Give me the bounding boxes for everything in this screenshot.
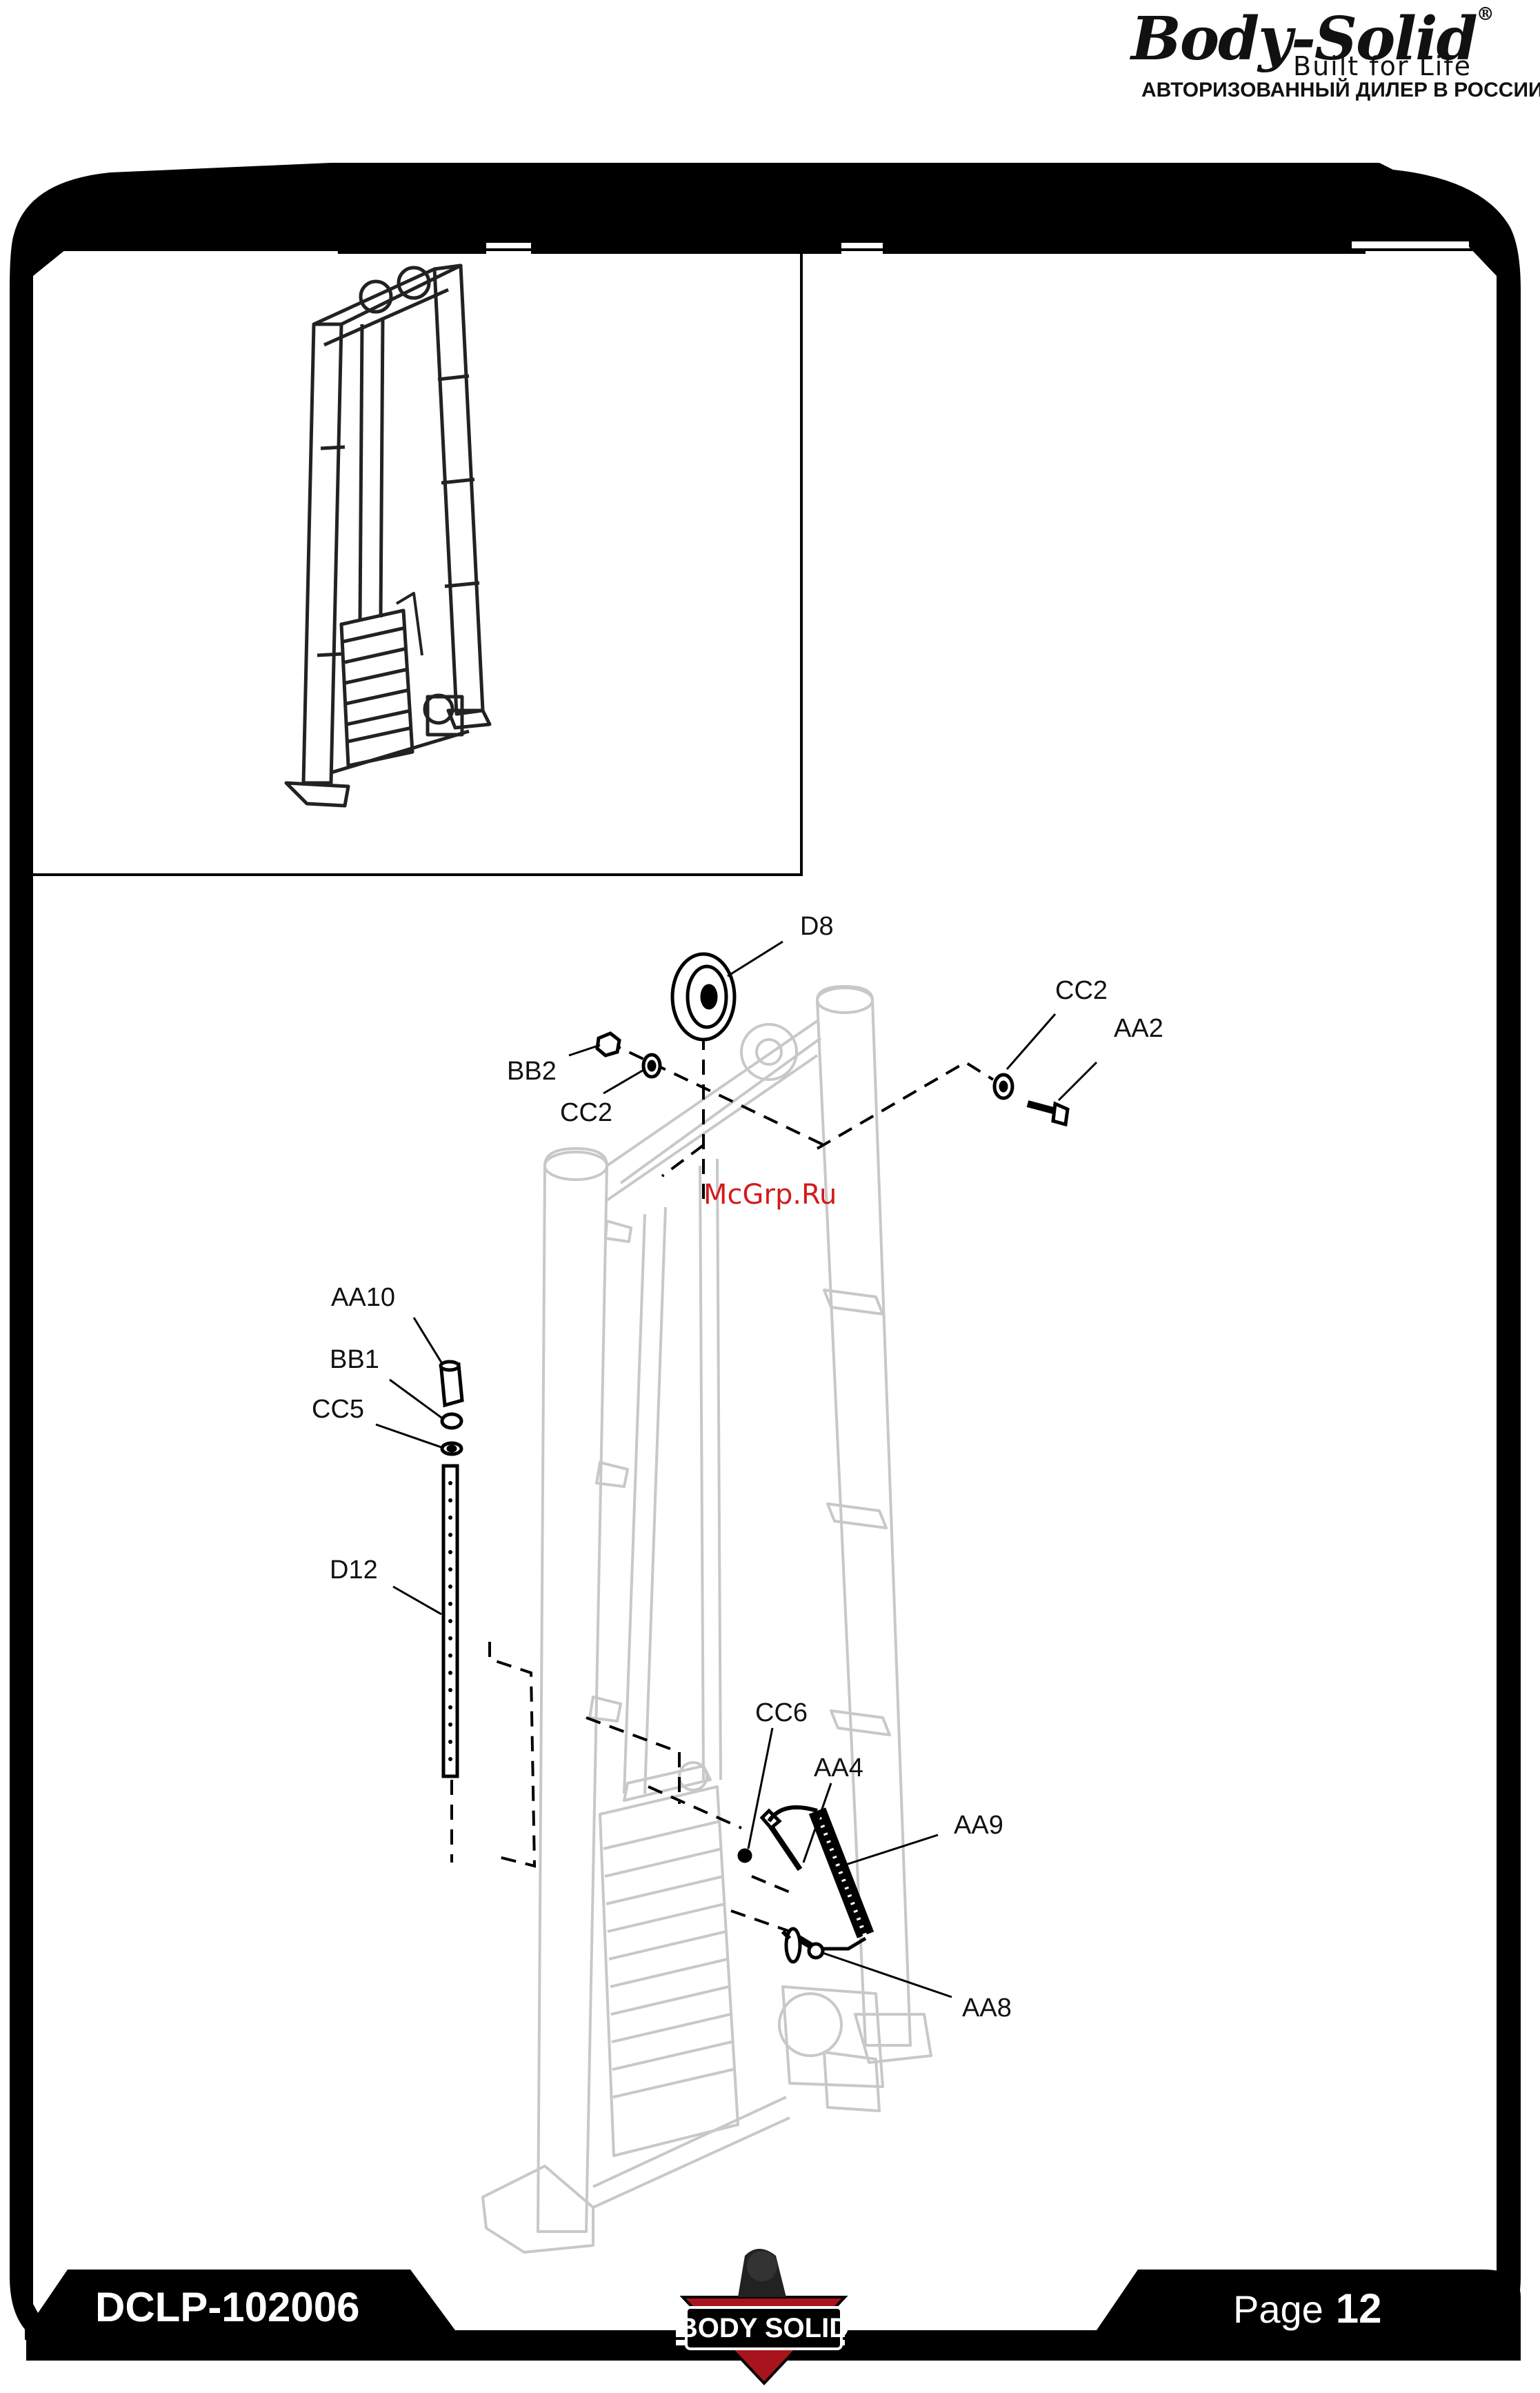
assembly-guides [452,1035,993,1935]
machine-thumbnail [286,266,490,806]
label-aa8: AA8 [962,1994,1012,2023]
part-labels: D8 CC2 AA2 BB2 CC2 McGrp.Ru AA10 BB1 CC5… [312,912,1163,2023]
label-aa4: AA4 [814,1754,863,1783]
label-cc2-left: CC2 [560,1098,612,1127]
label-d12: D12 [330,1556,378,1585]
label-cc5: CC5 [312,1395,364,1424]
watermark: McGrp.Ru [703,1179,837,1211]
page-number: 12 [1336,2285,1382,2332]
overview-inset [26,250,801,875]
page-label: Page [1233,2287,1323,2331]
footer-badge: BODY SOLID [678,2249,849,2383]
label-cc2-right: CC2 [1055,976,1108,1005]
label-cc6: CC6 [755,1698,808,1727]
label-aa10: AA10 [331,1283,395,1312]
label-d8: D8 [800,912,834,941]
label-bb2: BB2 [507,1057,557,1086]
page-frame [10,163,1521,2361]
athlete-figure-icon [747,2251,777,2281]
label-bb1: BB1 [330,1345,379,1374]
model-number: DCLP-102006 [95,2283,360,2331]
badge-text: BODY SOLID [678,2313,849,2343]
label-aa2: AA2 [1114,1014,1163,1043]
machine-frame-ghost [483,986,931,2252]
page-indicator: Page 12 [1233,2285,1382,2332]
label-aa9: AA9 [954,1811,1003,1840]
